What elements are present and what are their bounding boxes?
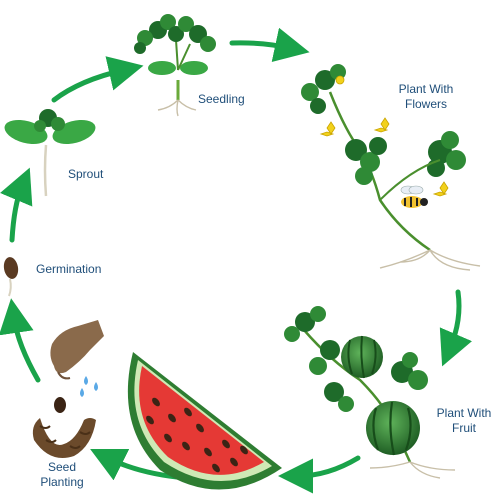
- label-seed-planting: Seed Planting: [22, 460, 102, 490]
- hand-icon: [50, 320, 104, 374]
- label-plant-with-flowers: Plant With Flowers: [386, 82, 466, 112]
- soil-furrow: [32, 418, 96, 458]
- germination-illustration: [3, 257, 19, 297]
- fruiting-plant-illustration: [284, 306, 456, 479]
- label-seed-planting-line2: Planting: [40, 475, 84, 489]
- seed-planting-illustration: [32, 320, 104, 458]
- arrow-sprout-to-seedling: [51, 56, 144, 103]
- label-germination: Germination: [36, 262, 102, 276]
- bee-icon: [400, 185, 428, 208]
- sprout-illustration: [4, 109, 96, 197]
- label-seedling: Seedling: [198, 92, 245, 106]
- label-sprout: Sprout: [68, 167, 104, 181]
- label-plant-with-fruit-line2: Fruit: [452, 421, 476, 435]
- label-plant-with-flowers-line2: Flowers: [404, 97, 447, 111]
- label-plant-with-fruit-line1: Plant With: [436, 406, 492, 420]
- arrow-flowers-to-fruit: [439, 289, 472, 367]
- seedling-illustration: [134, 14, 216, 117]
- watermelon-slice-illustration: [127, 352, 282, 490]
- flowering-plant-illustration: [301, 64, 481, 271]
- large-watermelon: [366, 401, 420, 455]
- arrow-germination-to-sprout: [0, 167, 33, 243]
- label-seed-planting-line1: Seed: [47, 460, 77, 474]
- arrow-planting-to-germination: [0, 298, 41, 383]
- arrow-fruit-to-melon: [278, 455, 361, 494]
- label-plant-with-fruit: Plant With Fruit: [424, 406, 499, 436]
- arrow-seedling-to-flowers: [229, 27, 310, 62]
- label-plant-with-flowers-line1: Plant With: [398, 82, 454, 96]
